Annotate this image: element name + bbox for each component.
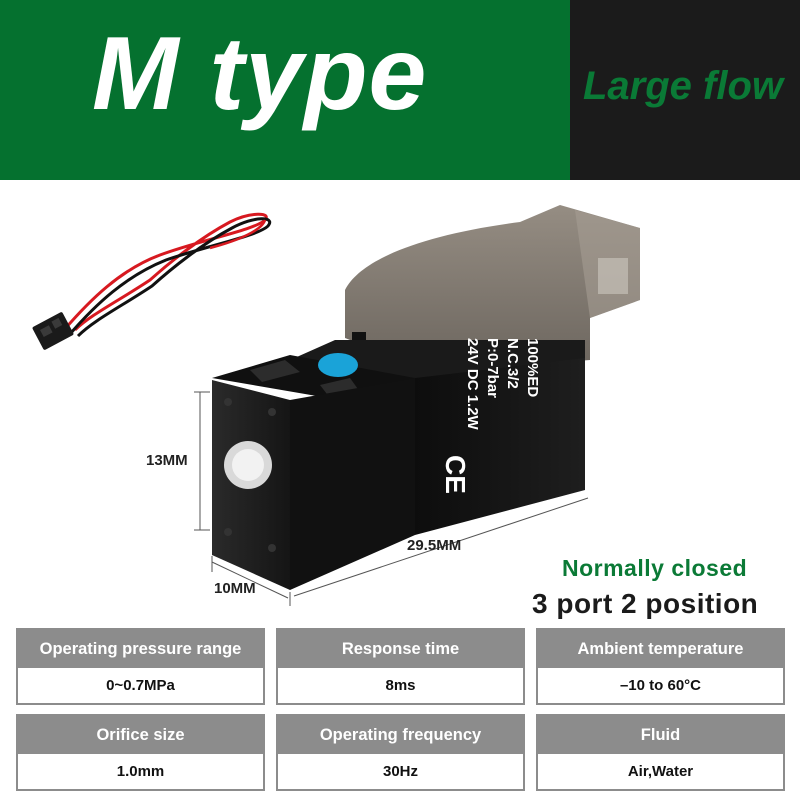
dimension-length: 29.5MM [407, 537, 462, 554]
header-green-panel [0, 0, 570, 180]
valve-label-line-4: 100%ED [524, 338, 541, 397]
spec-label: Operating pressure range [18, 630, 263, 668]
spec-card-response-time: Response time 8ms [276, 628, 525, 705]
spec-value: 8ms [278, 668, 523, 703]
spec-value: –10 to 60°C [538, 668, 783, 703]
dimension-height: 13MM [146, 452, 188, 469]
valve-label-line-2: P:0-7bar [484, 338, 501, 398]
spec-card-orifice-size: Orifice size 1.0mm [16, 714, 265, 791]
spec-value: 30Hz [278, 754, 523, 789]
valve-label-line-1: 24V DC 1.2W [464, 338, 481, 431]
page-subtitle: Large flow [583, 64, 784, 108]
spec-label: Operating frequency [278, 716, 523, 754]
solenoid-cover [345, 205, 640, 372]
mode-normally-closed: Normally closed [562, 555, 748, 581]
product-illustration: 24V DC 1.2W P:0-7bar N.C.3/2 100%ED CE [32, 205, 640, 606]
spec-value: 1.0mm [18, 754, 263, 789]
manual-override-button [318, 353, 358, 377]
header-dark-panel [570, 0, 800, 180]
page-title: M type [92, 16, 428, 132]
mode-port-position: 3 port 2 position [532, 588, 759, 619]
header-banner: M type Large flow [0, 0, 800, 180]
cable-connector-icon [32, 212, 272, 350]
valve-label: 24V DC 1.2W P:0-7bar N.C.3/2 100%ED [464, 338, 541, 431]
dimension-width: 10MM [214, 580, 256, 597]
spec-card-operating-frequency: Operating frequency 30Hz [276, 714, 525, 791]
spec-label: Response time [278, 630, 523, 668]
dimension-lines [194, 391, 589, 606]
spec-value: Air,Water [538, 754, 783, 789]
valve-label-line-3: N.C.3/2 [504, 338, 521, 389]
spec-label: Ambient temperature [538, 630, 783, 668]
spec-card-fluid: Fluid Air,Water [536, 714, 785, 791]
spec-card-ambient-temperature: Ambient temperature –10 to 60°C [536, 628, 785, 705]
spec-label: Fluid [538, 716, 783, 754]
spec-label: Orifice size [18, 716, 263, 754]
spec-card-pressure: Operating pressure range 0~0.7MPa [16, 628, 265, 705]
spec-value: 0~0.7MPa [18, 668, 263, 703]
ce-mark-icon: CE [440, 455, 471, 494]
